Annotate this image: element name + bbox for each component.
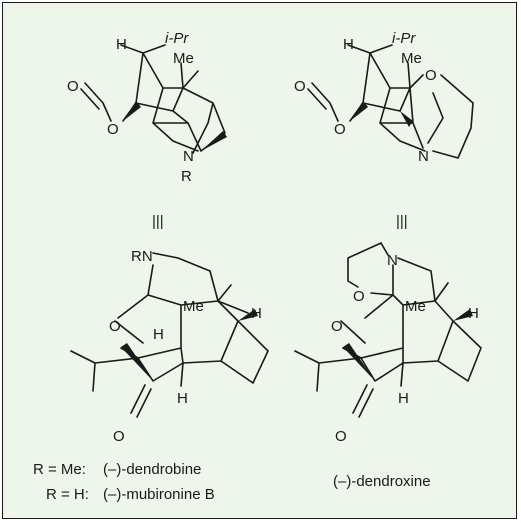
- atom-oxygen-carbonyl: O: [294, 78, 306, 95]
- wedge-bond: [343, 343, 375, 381]
- bond-lines: [80, 44, 226, 154]
- caption-mubironine-name: (–)-mubironine B: [103, 486, 215, 503]
- structure-bottom-right: O N Me H O H O: [294, 242, 482, 445]
- atom-nitrogen: N: [418, 148, 429, 165]
- atom-h-bottom: H: [398, 390, 409, 407]
- atom-h: H: [116, 36, 127, 53]
- caption-mubironine-key: R = H:: [46, 486, 89, 503]
- atom-methyl: Me: [173, 50, 194, 67]
- bond-lines: [70, 252, 269, 418]
- wedge-bond: [123, 101, 141, 121]
- atom-nitrogen: N: [183, 148, 194, 165]
- wedge-bond: [121, 343, 153, 381]
- atom-h-bottom: H: [177, 390, 188, 407]
- atom-methyl: Me: [401, 50, 422, 67]
- atom-isopropyl: i-Pr: [392, 30, 416, 47]
- atom-oxygen-carbonyl: O: [335, 428, 347, 445]
- atom-oxygen-ring: O: [331, 318, 343, 335]
- bond-lines: [294, 242, 482, 418]
- atom-amine-rn: RN: [131, 248, 153, 265]
- caption-dendrobine-key: R = Me:: [33, 461, 86, 478]
- structure-top-left: H i-Pr Me O O N R: [67, 30, 227, 185]
- atom-oxygen-ring: O: [334, 121, 346, 138]
- atom-oxygen-ring: O: [109, 318, 121, 335]
- atom-oxygen-ether: O: [353, 288, 365, 305]
- atom-methyl: Me: [405, 298, 426, 315]
- atom-oxygen-ether: O: [425, 67, 437, 84]
- atom-h-left: H: [153, 326, 164, 343]
- atom-h-right: H: [251, 305, 262, 322]
- wedge-bond: [201, 131, 227, 151]
- figure-panel: H i-Pr Me O O N R H i-Pr Me O O O N ||| …: [2, 2, 517, 519]
- equivalence-symbol-left: |||: [152, 213, 164, 230]
- atom-h: H: [343, 36, 354, 53]
- caption-dendroxine-name: (–)-dendroxine: [333, 473, 431, 490]
- atom-oxygen-ring: O: [107, 121, 119, 138]
- atom-methyl: Me: [183, 298, 204, 315]
- wedge-bond: [400, 111, 413, 127]
- atom-oxygen-carbonyl: O: [113, 428, 125, 445]
- wedge-bond: [350, 101, 368, 121]
- atom-oxygen-carbonyl: O: [67, 78, 79, 95]
- structure-bottom-left: RN H Me H O H O: [70, 248, 269, 445]
- equivalence-symbol-right: |||: [396, 213, 408, 230]
- structure-top-right: H i-Pr Me O O O N: [294, 30, 474, 165]
- wedge-bond: [238, 309, 258, 321]
- bond-lines: [307, 44, 474, 159]
- atom-r-group: R: [181, 168, 192, 185]
- structures-canvas: H i-Pr Me O O N R H i-Pr Me O O O N ||| …: [67, 30, 482, 445]
- wedge-bond: [453, 309, 473, 321]
- atom-nitrogen: N: [387, 252, 398, 269]
- atom-isopropyl: i-Pr: [165, 30, 189, 47]
- atom-h-right: H: [468, 305, 479, 322]
- caption-dendrobine-name: (–)-dendrobine: [103, 461, 202, 478]
